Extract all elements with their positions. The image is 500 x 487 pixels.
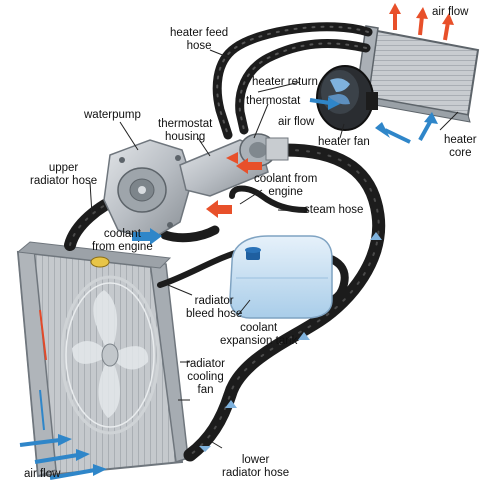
radiator [16,241,189,478]
label-air-flow-mid: air flow [278,116,315,128]
label-heater-core: heater core [444,134,477,159]
label-lower-radiator-hose: lower radiator hose [222,454,290,479]
leader-lines [89,49,459,449]
label-steam-hose: steam hose [304,204,364,216]
label-coolant-expansion-tank: coolant expansion tank [220,322,298,347]
label-thermostat: thermostat [246,95,301,107]
thermostat-housing [179,133,289,197]
label-thermostat-housing: thermostat housing [158,118,213,143]
label-waterpump: waterpump [84,109,141,121]
label-heater-return: heater return [252,76,318,88]
label-upper-radiator-hose: upper radiator hose [30,162,98,187]
label-coolant-from-engine-left: coolant from engine [92,228,153,253]
label-air-flow-top: air flow [432,6,469,18]
radiator-cooling-fan [60,275,160,435]
label-radiator-bleed-hose: radiator bleed hose [186,295,243,320]
label-radiator-cooling-fan: radiator cooling fan [186,358,225,396]
heater-hoses [212,22,373,140]
label-heater-feed-hose: heater feed hose [170,27,229,52]
flow-arrows [19,3,454,480]
label-air-flow-bottom: air flow [24,468,61,480]
coolant-expansion-tank [229,235,333,319]
label-heater-fan: heater fan [318,136,370,148]
label-coolant-from-engine-top: coolant from engine [254,173,318,198]
waterpump [103,139,193,241]
